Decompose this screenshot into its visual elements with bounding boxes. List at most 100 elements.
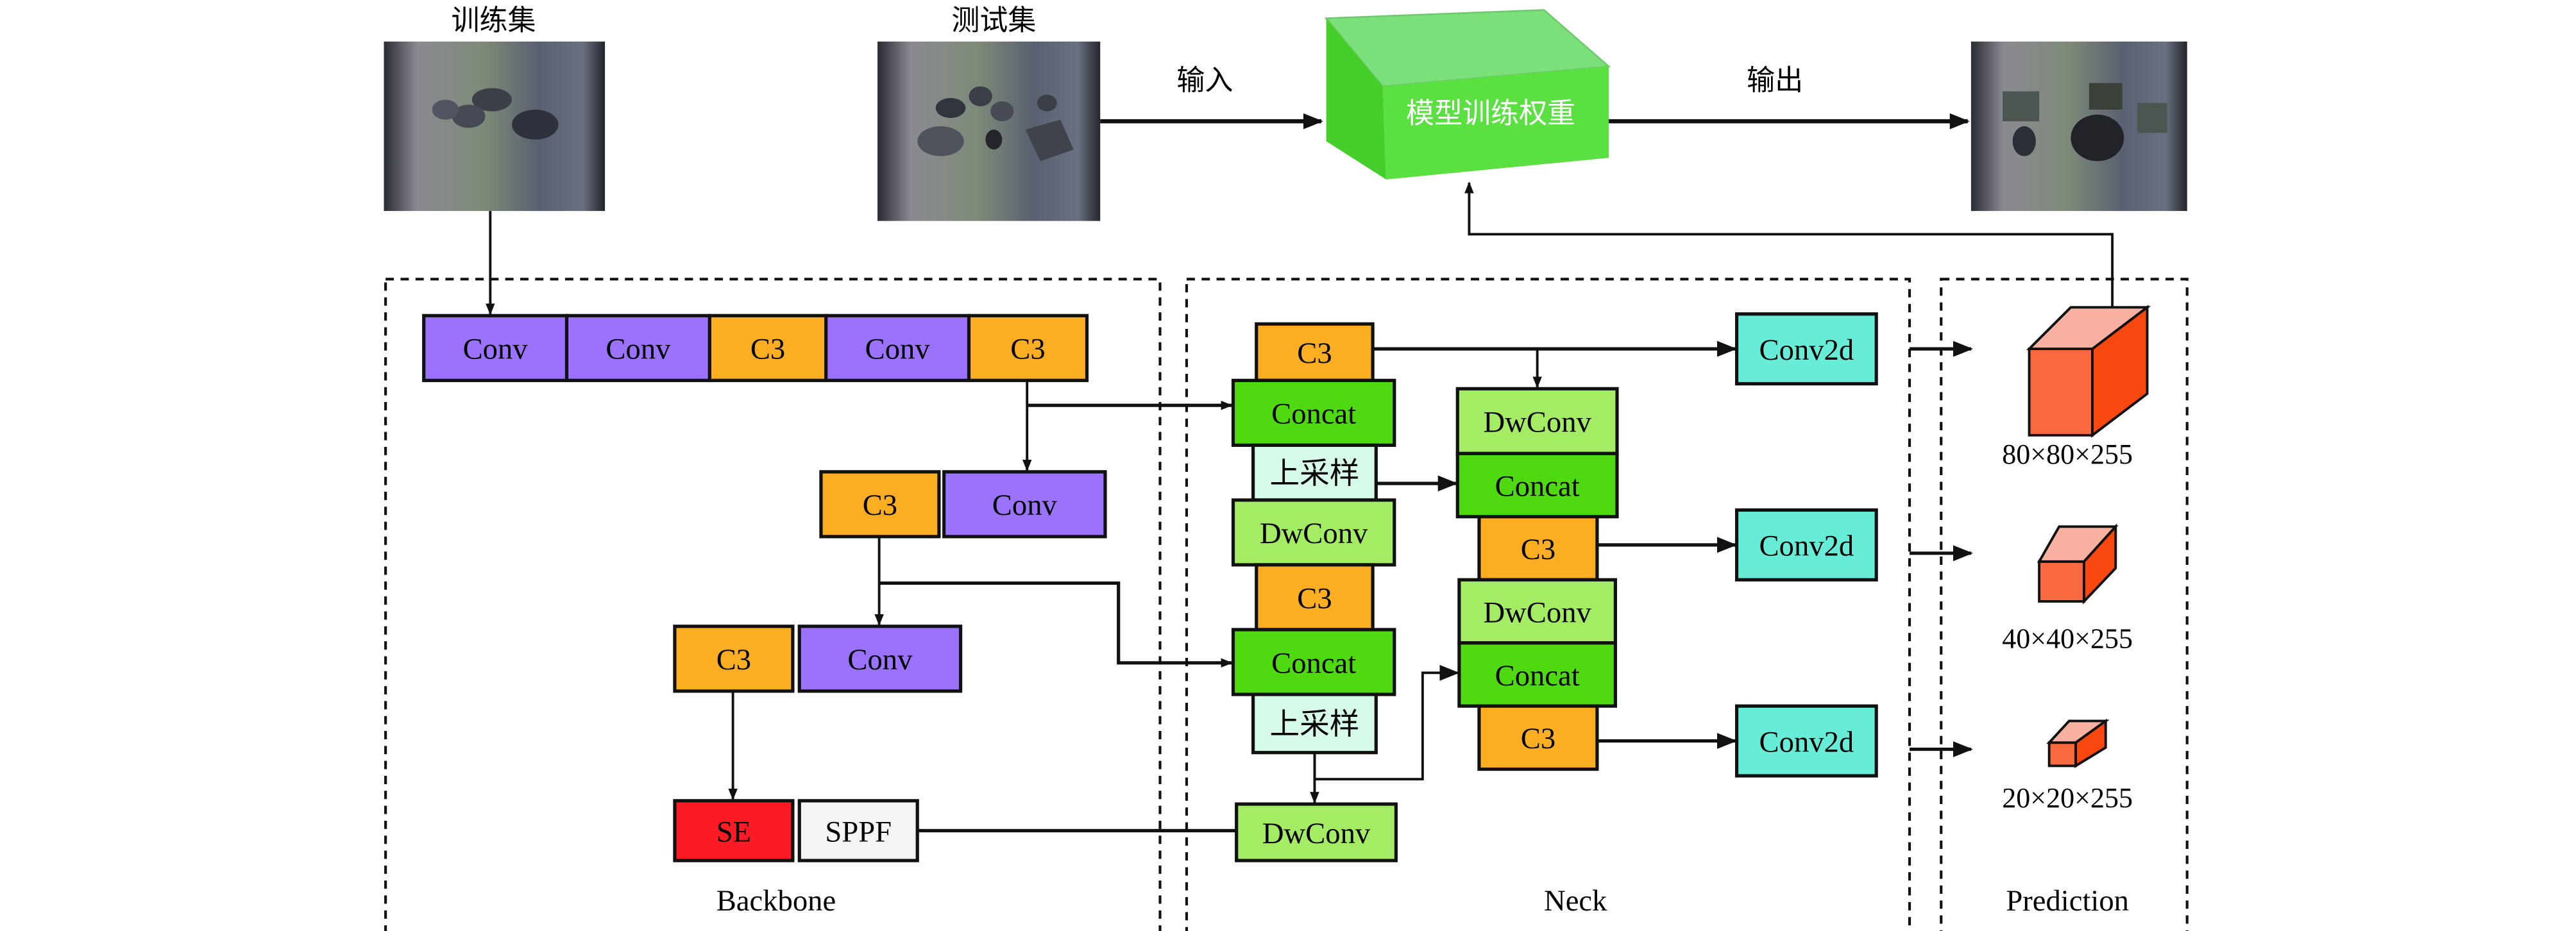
model-weights-label: 模型训练权重 <box>1406 97 1575 130</box>
block-label: C3 <box>863 489 897 522</box>
block-label: Conv2d <box>1759 333 1854 367</box>
block-rect <box>797 625 963 693</box>
neck-col1-c3-0: C3 <box>1255 322 1375 382</box>
block-label: Conv <box>606 333 671 366</box>
block-rect <box>1455 387 1619 455</box>
test-set-label: 测试集 <box>951 4 1036 37</box>
block-label: Concat <box>1271 646 1356 680</box>
block-rect <box>1251 692 1378 755</box>
neck-col2-dwconv-3: DwConv <box>1457 578 1618 645</box>
block-rect <box>1734 312 1878 386</box>
backbone-row3-c3: C3 <box>673 625 795 693</box>
train-set-label: 训练集 <box>451 4 536 37</box>
block-label: Conv <box>865 333 931 366</box>
pred-output-40: 40×40×255 <box>2002 623 2133 654</box>
feedback-arrow <box>1464 181 2114 308</box>
block-rect <box>1457 578 1618 645</box>
block-rect <box>1251 443 1378 502</box>
backbone-row1-c3-4: C3 <box>967 314 1089 382</box>
block-rect <box>797 799 919 862</box>
prediction-result-image <box>1970 41 2187 212</box>
block-rect <box>1734 704 1878 778</box>
block-rect <box>1455 451 1619 519</box>
neck-conv2d-0: Conv2d <box>1734 312 1878 386</box>
block-label: C3 <box>716 643 751 676</box>
block-rect <box>824 314 971 382</box>
block-label: C3 <box>1297 337 1332 370</box>
block-rect <box>967 314 1089 382</box>
block-rect <box>942 470 1107 539</box>
block-rect <box>1477 515 1599 582</box>
block-rect <box>819 470 941 539</box>
neck-col1-dwconv-3: DwConv <box>1231 498 1396 567</box>
pred-output-20: 20×20×255 <box>2002 782 2133 814</box>
block-rect <box>1231 378 1396 447</box>
train-set-image <box>384 41 606 212</box>
neck-conv2d-1: Conv2d <box>1734 508 1878 582</box>
pred-cube-80 <box>2026 305 2151 438</box>
input-label: 输入 <box>1176 64 1233 97</box>
neck-conv2d-2: Conv2d <box>1734 704 1878 778</box>
block-label: Conv <box>463 333 529 366</box>
block-rect <box>1235 802 1398 862</box>
neck-section <box>1185 278 1911 931</box>
neck-col2-dwconv-0: DwConv <box>1455 387 1619 455</box>
backbone-row1-conv-1: Conv <box>564 314 711 382</box>
block-rect <box>673 799 795 862</box>
neck-col1-c3-4: C3 <box>1255 563 1375 632</box>
block-label: Conv2d <box>1759 530 1854 563</box>
neck-col1-upsample-2: 上采样 <box>1251 443 1378 502</box>
block-rect <box>1255 322 1375 382</box>
neck-col1-concat-5: Concat <box>1231 628 1396 696</box>
block-label: C3 <box>1521 722 1555 755</box>
backbone-row1-conv-0: Conv <box>422 314 569 382</box>
block-label: Concat <box>1495 659 1580 692</box>
block-label: SE <box>716 815 751 848</box>
pred-cube-20 <box>2046 718 2110 768</box>
block-label: Conv2d <box>1759 725 1854 759</box>
neck-col2-c3-2: C3 <box>1477 515 1599 582</box>
block-rect <box>1231 498 1396 567</box>
neck-col1-concat-1: Concat <box>1231 378 1396 447</box>
backbone-row2-conv: Conv <box>942 470 1107 539</box>
block-label: C3 <box>750 333 785 366</box>
block-label: DwConv <box>1483 406 1591 439</box>
test-set-image <box>877 41 1101 221</box>
neck-col2-c3-5: C3 <box>1477 704 1599 771</box>
neck-col2-concat-4: Concat <box>1457 641 1618 708</box>
block-label: C3 <box>1010 333 1045 366</box>
prediction-section <box>1940 278 2189 931</box>
block-label: DwConv <box>1483 596 1591 629</box>
prediction-title: Prediction <box>2006 884 2129 918</box>
block-rect <box>1734 508 1878 582</box>
block-label: DwConv <box>1260 517 1368 550</box>
block-label: 上采样 <box>1270 707 1360 741</box>
block-label: SPPF <box>825 815 892 848</box>
block-label: Conv <box>992 489 1058 522</box>
block-label: Concat <box>1495 469 1580 503</box>
block-rect <box>673 625 795 693</box>
neck-col1-upsample-6: 上采样 <box>1251 692 1378 755</box>
neck-title: Neck <box>1544 884 1607 918</box>
block-rect <box>1477 704 1599 771</box>
block-label: Concat <box>1271 398 1356 431</box>
connectors <box>486 211 1973 833</box>
backbone-row1-conv-3: Conv <box>824 314 971 382</box>
block-rect <box>564 314 711 382</box>
neck-col2-concat-1: Concat <box>1455 451 1619 519</box>
backbone-sppf: SPPF <box>797 799 919 862</box>
block-label: C3 <box>1521 533 1555 566</box>
backbone-row3-conv: Conv <box>797 625 963 693</box>
block-label: Conv <box>847 643 913 676</box>
pred-cube-40 <box>2037 523 2119 605</box>
backbone-row2-c3: C3 <box>819 470 941 539</box>
backbone-row1-c3-2: C3 <box>708 314 828 382</box>
block-label: C3 <box>1297 582 1332 615</box>
pred-output-80: 80×80×255 <box>2002 439 2133 470</box>
neck-bottom-dwconv: DwConv <box>1235 802 1398 862</box>
output-label: 输出 <box>1747 64 1803 97</box>
model-weights-cube: 模型训练权重 <box>1324 9 1611 180</box>
block-label: DwConv <box>1262 817 1371 850</box>
block-label: 上采样 <box>1270 456 1360 491</box>
